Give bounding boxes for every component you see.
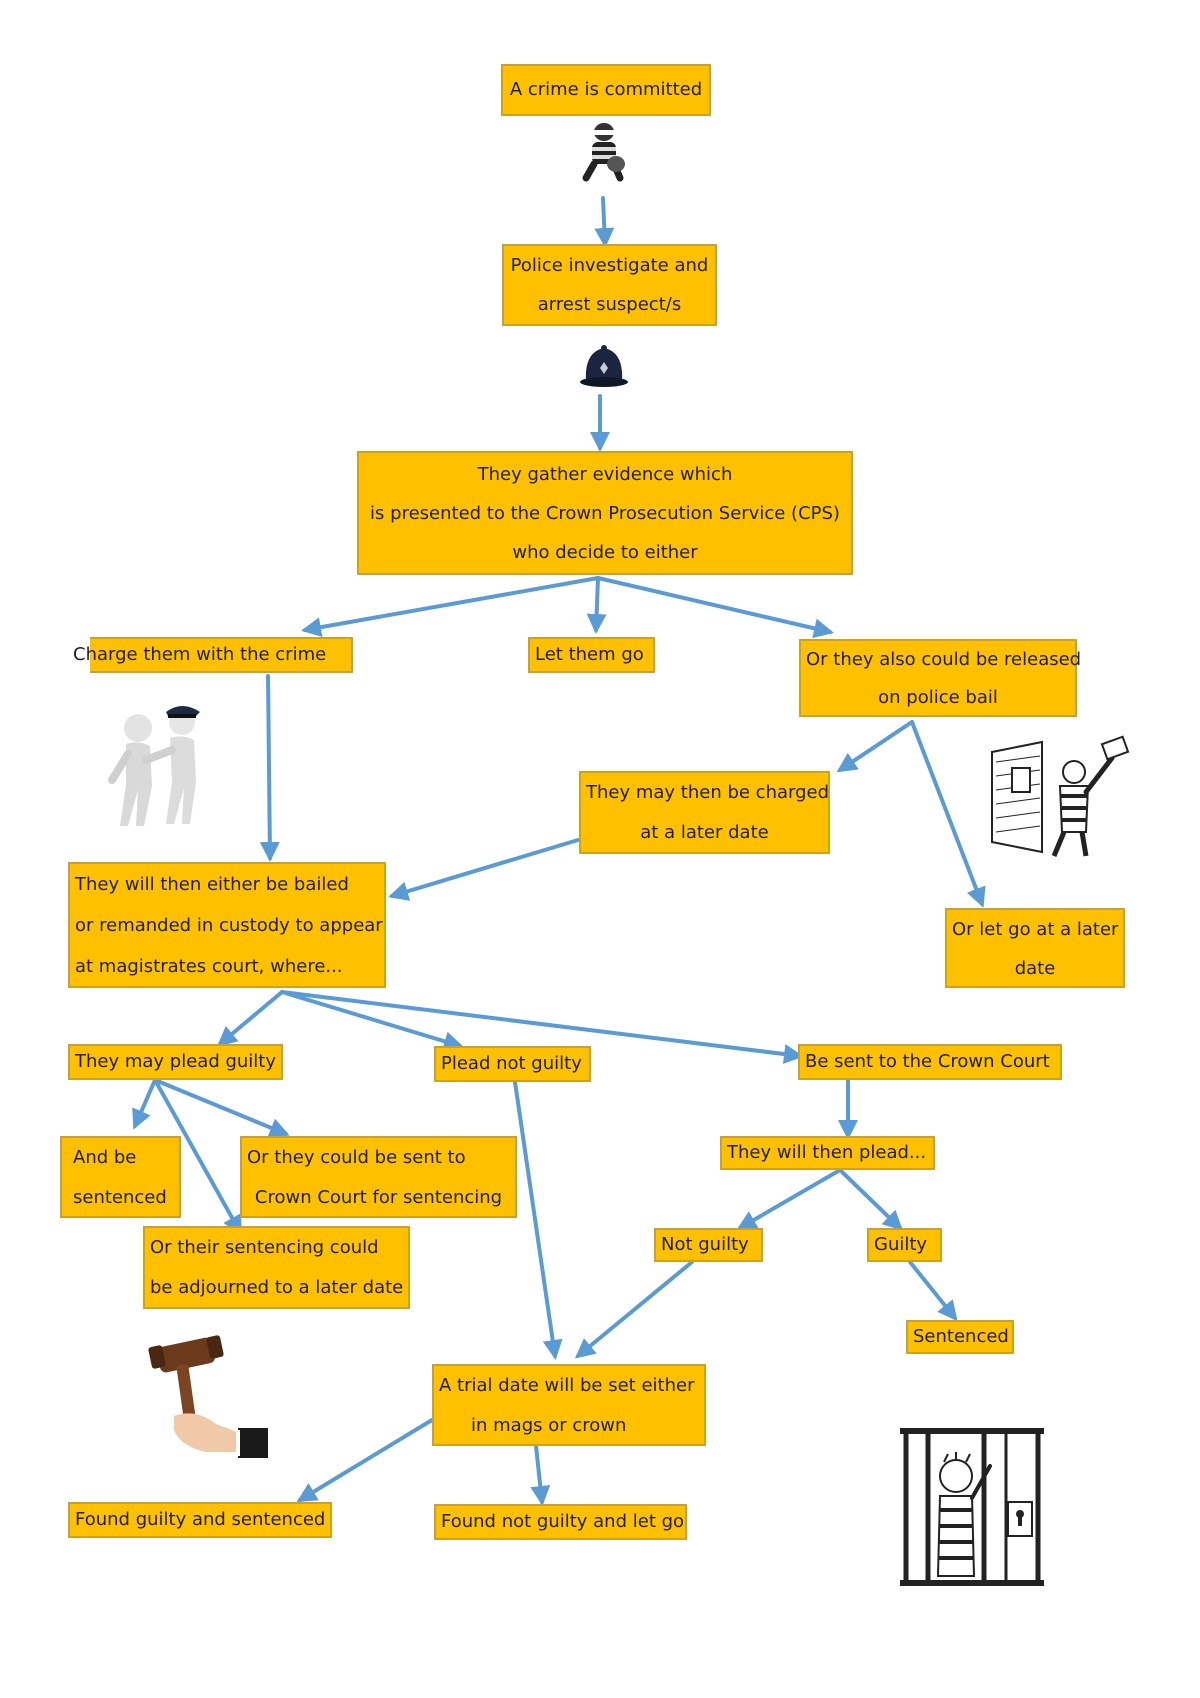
node-bail-line-2: on police bail [878,687,998,708]
node-and-be: And be sentenced [60,1136,181,1218]
node-bail-line-1: Or they also could be released [806,649,1082,670]
node-not-guilty: Not guilty [654,1228,763,1262]
arrow-trial-to-found-not-guilty [530,1444,551,1506]
arrow-evidence-to-bail [596,576,834,639]
arrow-charge-to-bailed [259,674,280,862]
node-sentenced: Sentenced [906,1320,1014,1354]
arrow-trial-to-found-guilty [296,1418,434,1503]
node-plead-guilty: They may plead guilty [68,1044,283,1080]
node-charged-later-line-1: They may then be charged [586,782,830,803]
node-sent-crown-line-2: Crown Court for sentencing [254,1187,503,1208]
arrow-plead-guilty-to-sent-crown [153,1078,290,1138]
node-sentenced-line-1: Sentenced [913,1326,1009,1347]
escaping-prisoner-icon [991,735,1130,857]
arrow-evidence-to-charge [301,576,600,638]
arrow-bail-to-charged-later [836,720,914,773]
node-crown-court-line-1: Be sent to the Crown Court [805,1051,1050,1072]
node-trial-line-1: A trial date will be set either [439,1375,695,1396]
node-bail: Or they also could be released on police… [799,639,1082,717]
gavel-icon [148,1335,268,1458]
node-evidence: They gather evidence which is presented … [357,451,853,575]
node-letgo-later-line-2: date [1014,958,1056,979]
node-charged-later: They may then be charged at a later date [579,771,830,854]
arrow-bailed-to-crown-court [280,990,804,1064]
arrow-bailed-to-plead-not-guilty [280,990,464,1051]
arrow-plead-guilty-to-adjourned [153,1078,242,1236]
node-trial: A trial date will be set either in mags … [432,1364,706,1446]
node-letgo-later: Or let go at a later date [945,908,1125,988]
node-and-be-line-2: sentenced [73,1187,167,1208]
node-evidence-line-1: They gather evidence which [477,464,733,485]
node-crime: A crime is committed [501,64,711,116]
node-bailed-line-2: or remanded in custody to appear [75,915,383,936]
node-not-guilty-line-1: Not guilty [661,1234,749,1255]
node-bailed-line-1: They will then either be bailed [75,874,349,895]
node-found-not-guilty-line-1: Found not guilty and let go [441,1511,685,1532]
arrow-plead-not-guilty-to-trial [513,1080,563,1360]
node-bailed: They will then either be bailed or reman… [68,862,386,988]
node-then-plead: They will then plead... [720,1136,935,1170]
arrow-bailed-to-plead-guilty [216,990,284,1047]
node-trial-line-2: in mags or crown [471,1415,627,1436]
node-then-plead-line-1: They will then plead... [727,1142,927,1163]
node-letgo-later-line-1: Or let go at a later [952,919,1119,940]
arrow-guilty-to-sentenced [908,1260,958,1322]
node-police-line-2: arrest suspect/s [537,294,682,315]
node-evidence-line-2: is presented to the Crown Prosecution Se… [370,503,840,524]
node-letgo: Let them go [528,637,655,673]
node-crown-court: Be sent to the Crown Court [798,1044,1062,1080]
node-plead-guilty-line-1: They may plead guilty [75,1051,277,1072]
node-guilty-line-1: Guilty [874,1234,928,1255]
node-police: Police investigate and arrest suspect/s [502,244,717,326]
node-crime-line-1: A crime is committed [509,79,703,100]
node-letgo-line-1: Let them go [535,644,644,665]
jail-cell-icon [900,1428,1044,1586]
node-bailed-line-3: at magistrates court, where... [75,956,343,977]
node-adjourned-line-2: be adjourned to a later date [150,1277,404,1298]
node-guilty: Guilty [867,1228,942,1262]
node-sent-crown-line-1: Or they could be sent to [247,1147,466,1168]
node-adjourned: Or their sentencing could be adjourned t… [143,1226,410,1309]
node-found-not-guilty: Found not guilty and let go [434,1504,687,1540]
node-police-line-1: Police investigate and [510,255,709,276]
arrow-then-plead-to-guilty [838,1168,903,1231]
arrow-evidence-to-letgo [586,576,607,634]
node-charge-line-1: Charge them with the crime [73,644,327,665]
arrow-bail-to-letgo-later [910,720,986,908]
police-helmet-icon [580,345,628,387]
node-plead-not-guilty: Plead not guilty [434,1046,591,1082]
node-charged-later-line-2: at a later date [640,822,769,843]
node-plead-not-guilty-line-1: Plead not guilty [441,1053,582,1074]
node-sent-crown: Or they could be sent to Crown Court for… [240,1136,517,1218]
node-found-guilty-line-1: Found guilty and sentenced [75,1509,326,1530]
node-adjourned-line-1: Or their sentencing could [150,1237,379,1258]
arrow-plead-guilty-to-and-be [132,1078,157,1130]
node-and-be-line-1: And be [73,1147,137,1168]
node-found-guilty: Found guilty and sentenced [68,1502,332,1538]
node-evidence-line-3: who decide to either [512,542,698,563]
node-charge: Charge them with the crime [73,637,353,673]
arrow-crime-to-police [594,196,615,248]
arrow-not-guilty-to-trial [574,1260,694,1359]
arrow-then-plead-to-not-guilty [736,1168,842,1231]
arrest-figures-icon [108,706,200,826]
burglar-icon [582,123,625,182]
arrow-charged-later-to-bailed [388,838,580,901]
